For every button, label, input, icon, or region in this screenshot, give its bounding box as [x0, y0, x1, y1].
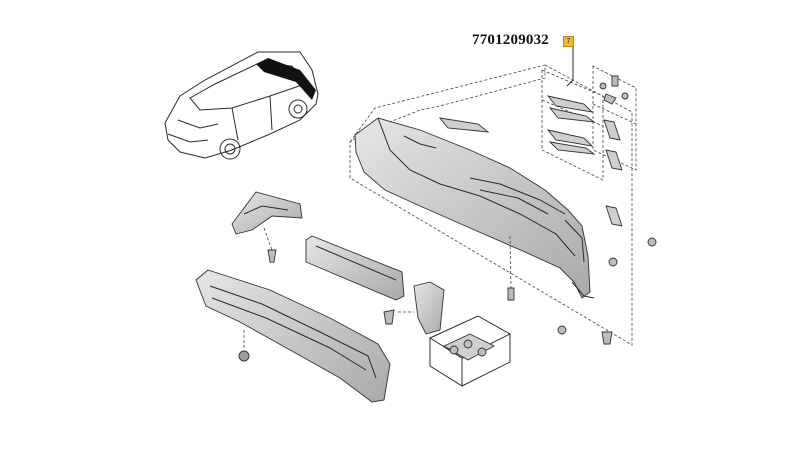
fastener-guide-left — [263, 227, 273, 251]
part-number-leader-line — [566, 47, 574, 87]
reference-marker[interactable]: 7 — [563, 36, 574, 47]
left-bumper-bracket — [231, 191, 303, 235]
trim-strip-upper-left — [546, 95, 596, 123]
trim-kit-box — [541, 69, 604, 181]
part-number-label: 7701209032 — [472, 32, 549, 48]
trim-strip-lower-left — [546, 129, 596, 155]
clip-kit-divider — [592, 103, 637, 125]
trim-strip-right-set — [603, 119, 623, 227]
fastener-box — [428, 315, 512, 387]
bumper-outline-right — [544, 64, 633, 258]
rear-bumper — [354, 117, 595, 299]
car-location-thumbnail — [164, 51, 319, 160]
center-bumper-bracket — [305, 235, 405, 301]
right-bumper-bracket — [413, 281, 445, 335]
rear-highlight-area — [256, 58, 316, 100]
clip-kit-pieces — [599, 75, 629, 105]
fasteners — [238, 237, 657, 362]
fastener-guide-bumper — [509, 235, 512, 289]
bumper-side-trim — [438, 117, 490, 133]
impact-absorber-beam — [195, 269, 391, 403]
